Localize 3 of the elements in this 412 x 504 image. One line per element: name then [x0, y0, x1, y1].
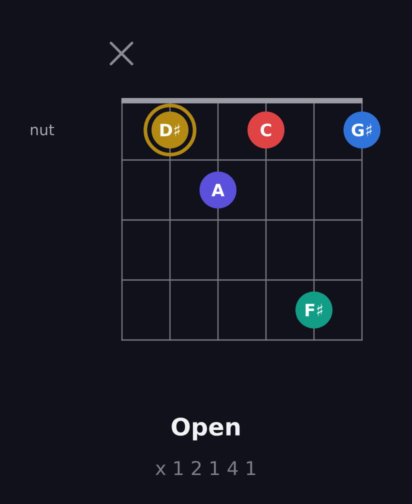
nut-label: nut	[30, 124, 54, 136]
chord-title: Open	[172, 418, 240, 440]
fingering-text: x 1 2 1 4 1	[156, 460, 256, 476]
